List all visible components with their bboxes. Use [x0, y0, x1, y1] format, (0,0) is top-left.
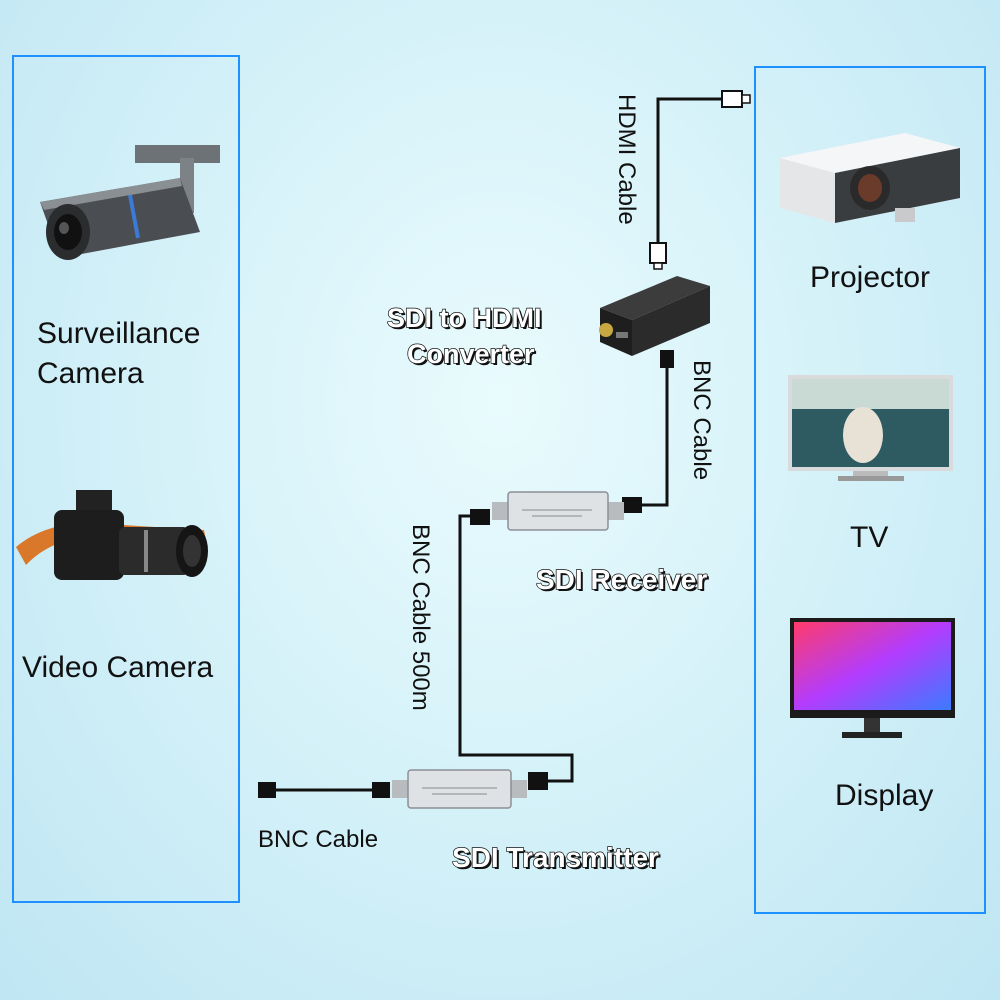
sdi-transmitter-device — [392, 769, 527, 809]
surveillance-camera-label: Surveillance Camera — [37, 317, 201, 390]
surveillance-camera-icon — [40, 145, 220, 260]
bnc-connector-icon — [660, 350, 674, 368]
bnc-connector-icon — [372, 782, 390, 798]
hdmi-cable-line — [656, 97, 722, 243]
display-monitor-icon — [790, 618, 955, 738]
bnc-connector-icon — [528, 772, 548, 790]
bnc-cable-receiver-line — [640, 368, 669, 507]
sdi-receiver-device — [492, 491, 624, 531]
bnc-connector-icon — [470, 509, 490, 525]
hdmi-cable-label: HDMI Cable — [613, 94, 640, 225]
tv-label: TV — [850, 521, 889, 554]
display-panel — [754, 66, 986, 914]
bnc-cable-500m-label: BNC Cable 500m — [407, 524, 434, 711]
bnc-cable-500m-line — [458, 514, 574, 783]
transmitter-label: SDI Transmitter — [451, 841, 659, 873]
bnc-input-cable-label: BNC Cable — [258, 826, 379, 853]
video-camera-label: Video Camera — [22, 651, 214, 684]
tv-icon — [788, 375, 953, 481]
sdi-hdmi-converter-device — [599, 276, 710, 356]
projector-icon — [780, 133, 960, 223]
bnc-cable-receiver-label: BNC Cable — [688, 360, 715, 481]
projector-label: Projector — [810, 261, 931, 294]
source-panel — [12, 55, 240, 903]
converter-label: SDI to HDMI Converter — [386, 302, 542, 369]
video-camera-icon — [16, 490, 208, 580]
hdmi-plug-icon — [721, 90, 751, 108]
bnc-connector-icon — [258, 782, 276, 798]
receiver-label: SDI Receiver — [535, 563, 708, 595]
hdmi-plug-icon — [649, 242, 667, 270]
bnc-connector-icon — [622, 497, 642, 513]
display-label: Display — [835, 779, 934, 812]
